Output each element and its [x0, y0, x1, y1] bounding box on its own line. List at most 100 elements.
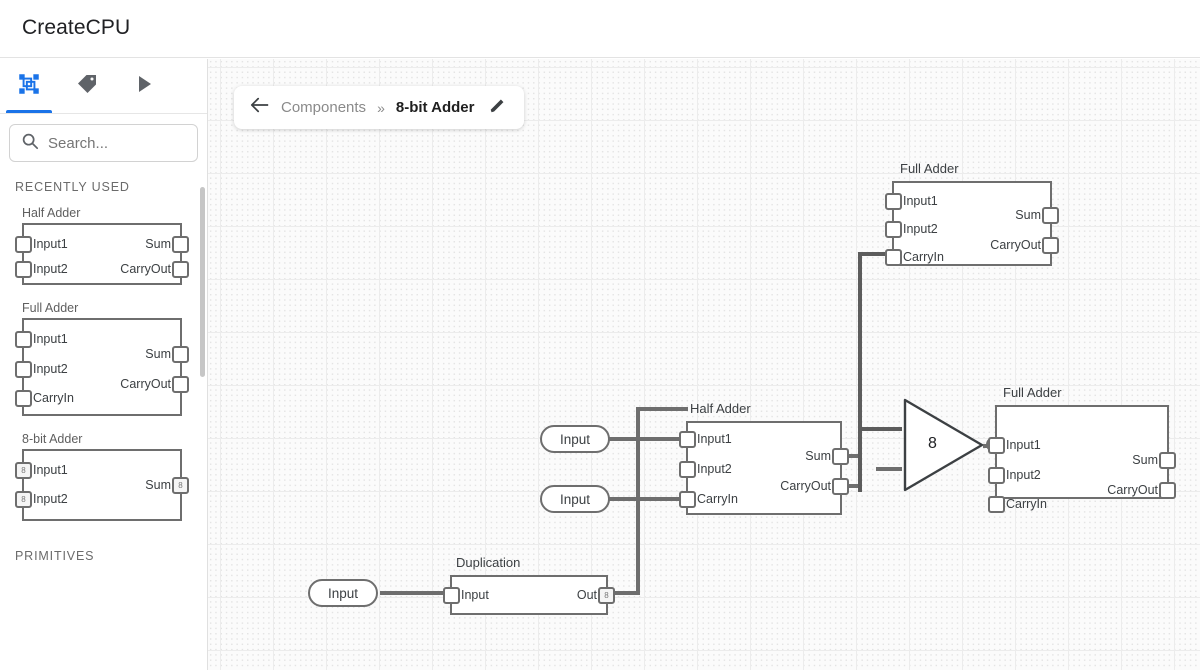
pin-sum[interactable]	[1042, 207, 1059, 224]
component-icon	[16, 71, 42, 102]
breadcrumb-current: 8-bit Adder	[395, 99, 475, 116]
pin-label: Input1	[33, 237, 68, 251]
pin-out[interactable]: 8	[598, 587, 615, 604]
component-preview[interactable]: Input1 Input2 Sum CarryOut	[15, 223, 189, 285]
pin-input2[interactable]	[885, 221, 902, 238]
list-item[interactable]: Full Adder Input1 Input2 CarryIn Sum Car…	[0, 291, 207, 422]
search-input[interactable]: Search...	[9, 124, 198, 162]
search-container: Search...	[0, 114, 207, 168]
pin-label: Sum	[1015, 208, 1041, 222]
breadcrumb-parent[interactable]: Components	[281, 99, 367, 116]
pin-label: Input1	[697, 432, 732, 446]
wire	[840, 454, 862, 458]
pin-label: CarryOut	[780, 479, 831, 493]
pin-carryout[interactable]	[832, 478, 849, 495]
pin-carryout[interactable]	[1159, 482, 1176, 499]
pin-sum[interactable]: 8	[172, 477, 189, 494]
component-full-adder[interactable]: Full Adder Input1 Input2 CarryIn Sum Car…	[885, 161, 1059, 266]
tab-tags[interactable]	[58, 59, 116, 113]
pin-sum[interactable]	[1159, 452, 1176, 469]
pin-label: Sum	[145, 237, 171, 251]
pin-carryout[interactable]	[1042, 237, 1059, 254]
back-arrow-icon[interactable]	[250, 96, 270, 119]
pencil-icon[interactable]	[489, 97, 506, 119]
wire	[858, 252, 892, 256]
pin-input2[interactable]	[679, 461, 696, 478]
component-half-adder[interactable]: Half Adder Input1 Input2 CarryIn Sum Car…	[679, 401, 849, 515]
list-item[interactable]: Half Adder Input1 Input2 Sum CarryOut	[0, 196, 207, 291]
tab-components[interactable]	[0, 59, 58, 113]
pin-input1[interactable]	[885, 193, 902, 210]
search-placeholder: Search...	[48, 134, 109, 152]
pin-input1[interactable]	[679, 431, 696, 448]
pin-label: CarryIn	[903, 250, 944, 264]
wire	[636, 407, 640, 593]
pin-label: Sum	[805, 449, 831, 463]
pin-carryin[interactable]	[885, 249, 902, 266]
component-duplication[interactable]: Duplication Input 8 Out	[443, 555, 615, 615]
breadcrumb-separator: »	[377, 99, 385, 116]
pin-input2[interactable]	[15, 261, 32, 278]
pin-label: Input2	[1006, 468, 1041, 482]
pin-label: Input1	[1006, 438, 1041, 452]
pin-input2[interactable]	[15, 361, 32, 378]
pin-input2[interactable]	[988, 467, 1005, 484]
app-title: CreateCPU	[22, 16, 131, 39]
pin-sum[interactable]	[172, 236, 189, 253]
input-pill[interactable]: Input	[308, 579, 378, 607]
input-pill[interactable]: Input	[540, 485, 610, 513]
component-label: Full Adder	[1003, 385, 1062, 400]
pin-label: CarryIn	[1006, 497, 1047, 511]
pin-label: Input2	[33, 492, 68, 506]
list-item[interactable]: 8-bit Adder 8 Input1 8 Input2 8 Sum	[0, 422, 207, 527]
pin-label: Sum	[1132, 453, 1158, 467]
wire	[636, 407, 688, 411]
component-label: Half Adder	[690, 401, 751, 416]
component-body[interactable]: Input1 Input2 CarryIn Sum CarryOut	[988, 405, 1176, 513]
pin-carryout[interactable]	[172, 261, 189, 278]
wire	[876, 467, 902, 471]
pin-label: CarryIn	[33, 391, 74, 405]
component-label: Duplication	[456, 555, 521, 570]
wire	[840, 484, 862, 488]
bus-width-label: 8	[928, 435, 937, 452]
schematic-canvas[interactable]: Components » 8-bit Adder	[208, 59, 1200, 670]
pin-label: CarryOut	[990, 238, 1041, 252]
wire	[608, 591, 640, 595]
pin-input1[interactable]	[988, 437, 1005, 454]
pin-input1[interactable]: 8	[15, 462, 32, 479]
wire	[380, 591, 450, 595]
bus-merge-gate[interactable]: 8	[902, 397, 988, 493]
component-preview[interactable]: 8 Input1 8 Input2 8 Sum	[15, 449, 189, 521]
pin-label: Out	[576, 588, 597, 602]
sidebar-tabs	[0, 59, 207, 114]
pin-input1[interactable]	[15, 331, 32, 348]
component-body[interactable]: Input1 Input2 CarryIn Sum CarryOut	[885, 181, 1059, 266]
component-body[interactable]: Input 8 Out	[443, 575, 615, 615]
component-name: Half Adder	[22, 206, 81, 220]
component-full-adder[interactable]: Full Adder Input1 Input2 CarryIn Sum Car…	[988, 385, 1176, 513]
pin-input[interactable]	[443, 587, 460, 604]
sidebar-scrollbar-thumb[interactable]	[200, 187, 205, 377]
pin-input2[interactable]: 8	[15, 491, 32, 508]
component-name: Full Adder	[22, 301, 79, 315]
tab-active-indicator	[6, 110, 52, 113]
input-pill[interactable]: Input	[540, 425, 610, 453]
pin-carryout[interactable]	[172, 376, 189, 393]
component-preview[interactable]: Input1 Input2 CarryIn Sum CarryOut	[15, 318, 189, 416]
pin-sum[interactable]	[832, 448, 849, 465]
pin-sum[interactable]	[172, 346, 189, 363]
pin-carryin[interactable]	[988, 496, 1005, 513]
pin-carryin[interactable]	[15, 390, 32, 407]
component-body[interactable]: Input1 Input2 CarryIn Sum CarryOut	[679, 421, 849, 515]
tab-run[interactable]	[116, 59, 174, 113]
wire	[858, 252, 862, 492]
triangle-icon	[903, 398, 984, 492]
pin-input1[interactable]	[15, 236, 32, 253]
pin-carryin[interactable]	[679, 491, 696, 508]
pin-label: Input2	[33, 262, 68, 276]
section-primitives: PRIMITIVES	[15, 549, 95, 563]
pin-label: Input1	[903, 194, 938, 208]
pin-label: CarryOut	[120, 377, 171, 391]
